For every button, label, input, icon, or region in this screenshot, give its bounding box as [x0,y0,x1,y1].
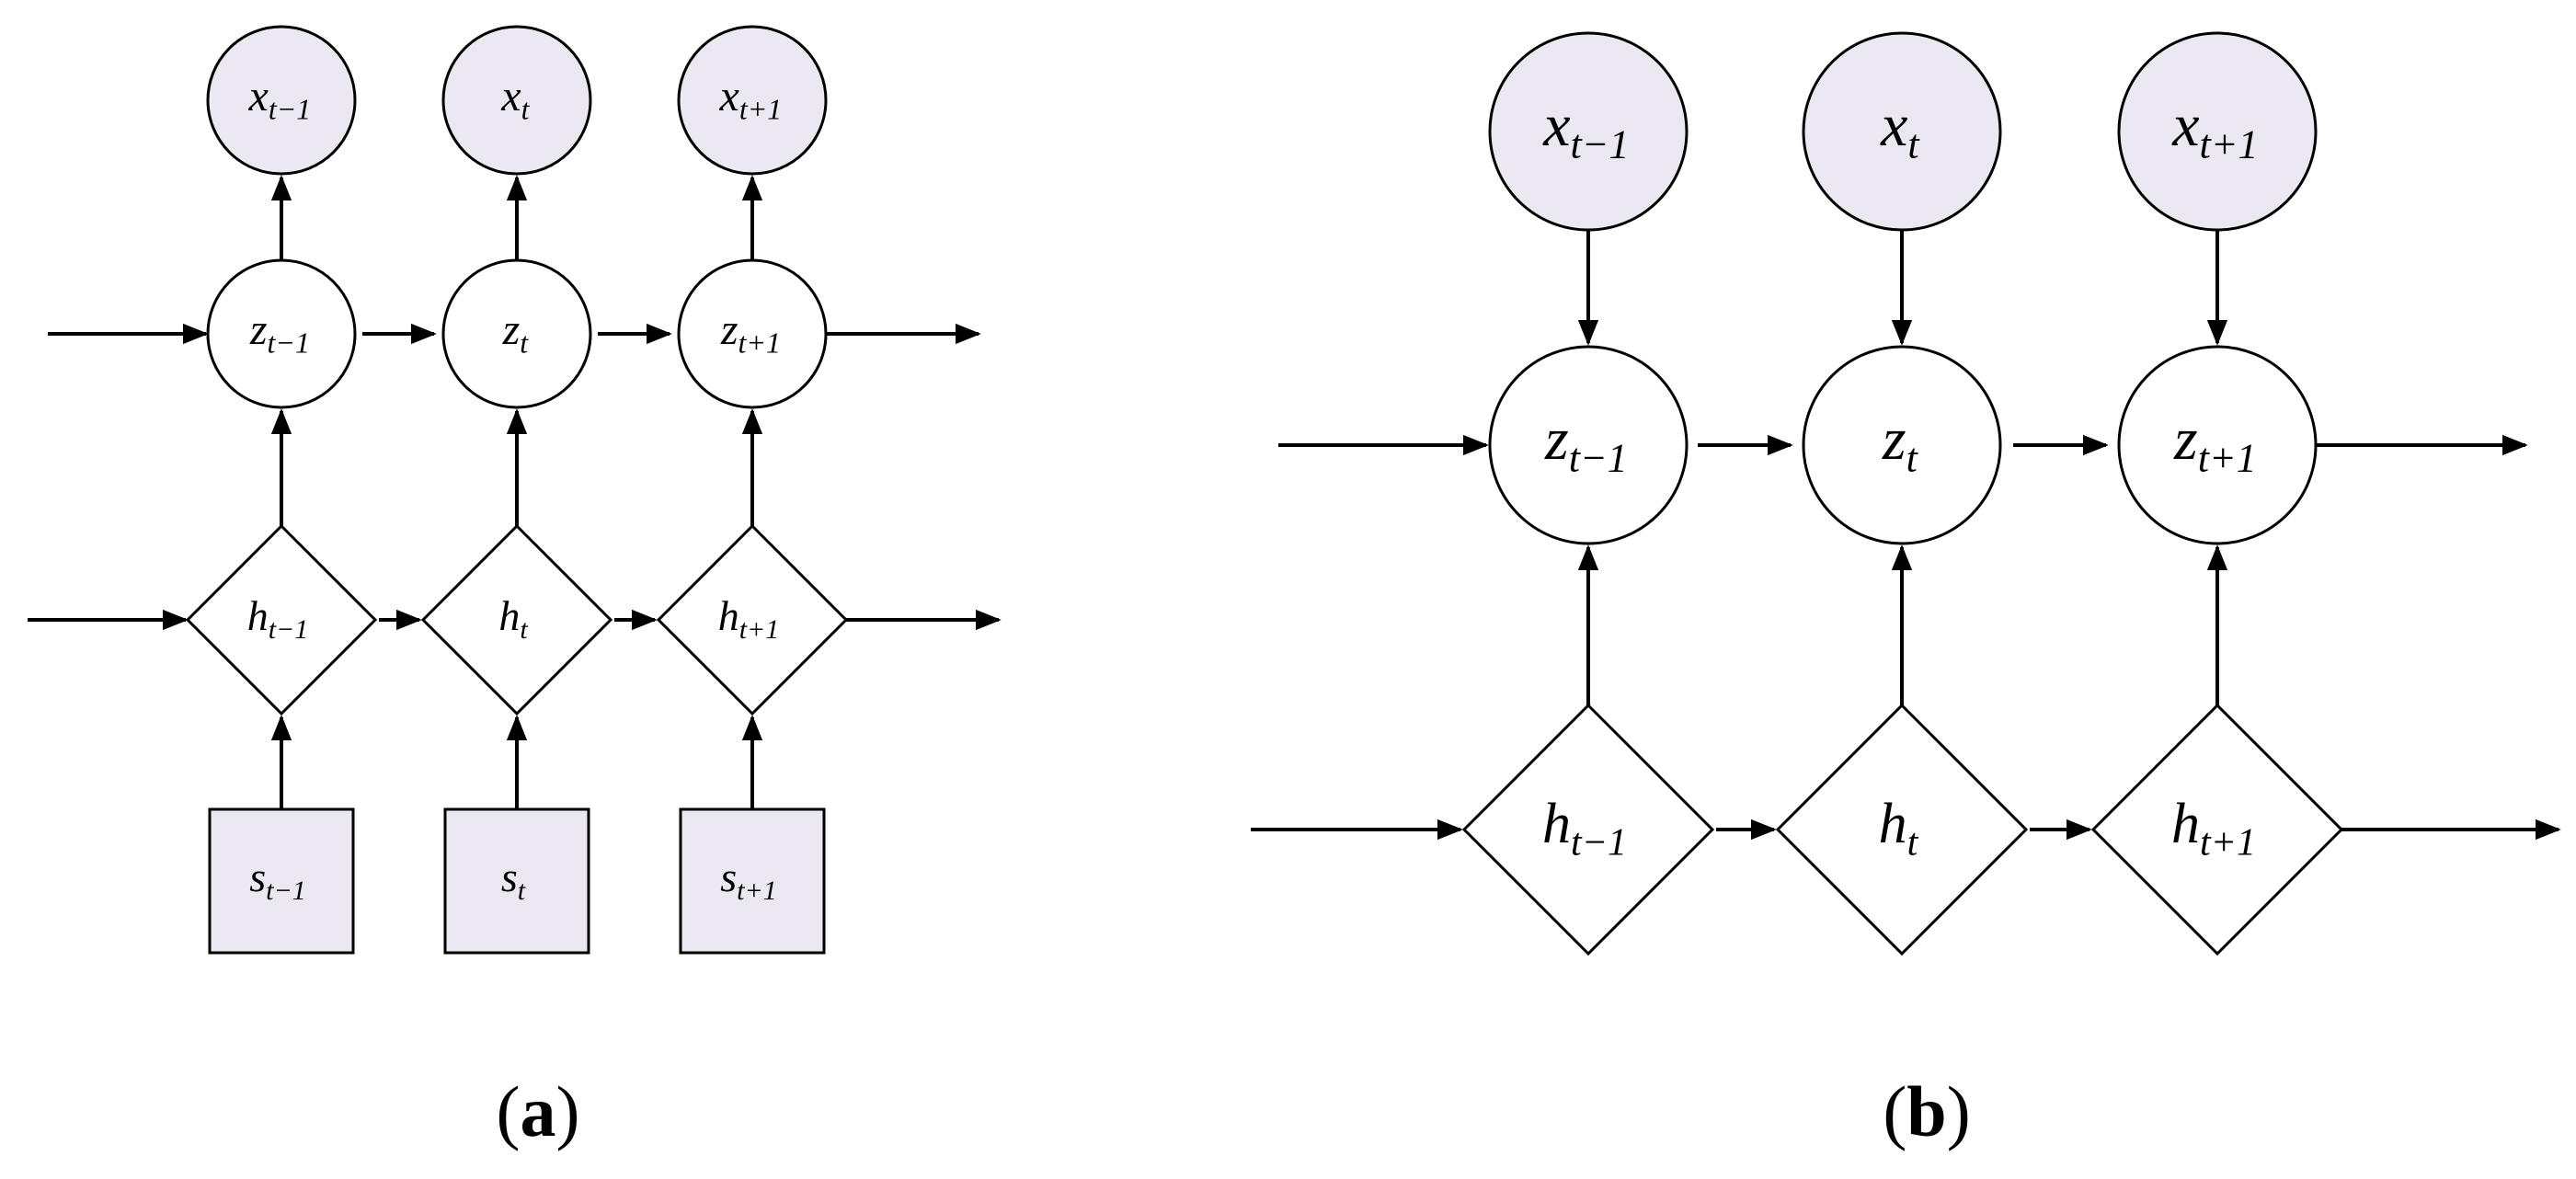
panel-b-h-node-3-label-base: h [2171,793,2200,855]
panel-b-x-node-2-shape [1802,31,2002,232]
panel-a-x-node-3-label-base: x [719,72,739,120]
panel-b-h-node-3-shape [2090,703,2344,956]
panel-a-h-node-1-label-base: h [247,592,269,639]
panel-b-label-close: ) [1947,1071,1971,1151]
panel-a-z-node-2-label-subscript: t [520,326,529,360]
panel-b-z-node-3-label-subscript: t+1 [2198,436,2257,481]
panel-a-h-node-2-shape [420,523,613,716]
panel-a-s-node-2-label: st [501,853,526,906]
panel-b-h-node-1-label: ht−1 [1542,793,1627,864]
panel-a-z-node-3-label-subscript: t+1 [738,326,781,360]
panel-a-s-node-1-label-base: s [249,853,266,900]
panel-b-z-node-1-label-base: z [1544,406,1569,473]
panel-b-x-node-1-label-base: x [1542,92,1570,159]
panel-a-z-node-2-label: zt [502,305,530,360]
panel-b-h-node-3-label: ht+1 [2171,793,2256,864]
panel-a-z-node-1-shape [206,258,357,409]
panel-b-x-node-2-label-subscript: t [1907,122,1920,167]
panel-a-s-node-1-label-subscript: t−1 [266,876,306,906]
panel-a-x-node-1-label-subscript: t−1 [269,93,311,126]
panel-b-h-node-2-shape [1775,703,2029,956]
panel-b-x-node-2-label: xt [1880,92,1920,166]
panel-b-label-open: ( [1883,1071,1906,1151]
panel-b-z-node-2-label: zt [1882,406,1919,480]
panel-a-label-close: ) [556,1071,580,1151]
panel-b-x-node-1-label-subscript: t−1 [1571,122,1630,167]
panel-b-z-node-3-shape [2117,345,2318,545]
panel-a-s-node-2-label-subscript: t [518,876,526,906]
panel-a-z-node-1-label-base: z [249,305,268,354]
panel-a-s-node-3-label-subscript: t+1 [737,876,777,906]
panel-a-z-node-3-label-base: z [720,305,738,354]
panel-a-label-letter: a [521,1071,556,1151]
panel-a-h-node-2-label-base: h [498,592,520,639]
panel-a-x-node-3-shape [677,25,828,176]
panel-b-h-node-3-label-subscript: t+1 [2200,821,2256,864]
panel-b-z-node-2-shape [1802,345,2002,545]
panel-b-h-node-2-label-subscript: t [1907,821,1919,864]
panel-a-label-open: ( [497,1071,521,1151]
panel-a-z-node-1-label: zt−1 [249,305,310,360]
panel-b-h-node-1-label-subscript: t−1 [1571,821,1627,864]
panel-b-x-node-3-label-base: x [2171,92,2199,159]
panel-a-x-node-2-label: xt [500,72,530,126]
panel-a-s-node-1-shape [208,807,355,955]
panel-a-h-node-1-label-subscript: t−1 [269,614,309,645]
panel-b-h-node-2-label-base: h [1879,793,1907,855]
panel-a-x-node-2-shape [441,25,592,176]
panel-a-x-node-1-shape [206,25,357,176]
panel-a-z-node-2-shape [441,258,592,409]
panel-a-s-node-3-label: st+1 [720,853,777,906]
panel-a-h-node-3-label-base: h [718,592,739,639]
panel-a-h-node-3-shape [656,523,849,716]
panel-a-x-node-3-label-subscript: t+1 [739,93,782,126]
panel-a-z-node-1-label-subscript: t−1 [268,326,310,360]
panel-b-z-node-3-label-base: z [2173,406,2198,473]
panel-a-s-node-3-shape [679,807,826,955]
panel-a-z-node-3-shape [677,258,828,409]
panel-a-h-node-3-label: ht+1 [718,592,780,645]
panel-a-z-node-3-label: zt+1 [720,305,781,360]
panel-a-x-node-3-label: xt+1 [719,72,783,126]
panel-b-z-node-1-shape [1488,345,1689,545]
panel-b-z-node-1-label: zt−1 [1544,406,1628,480]
panel-a-x-node-1-label-base: x [248,72,269,120]
panel-b-z-node-3-label: zt+1 [2173,406,2257,480]
panel-b-x-node-3-shape [2117,31,2318,232]
panel-b-x-node-3-label-subscript: t+1 [2200,122,2259,167]
panel-a-x-node-1-label: xt−1 [248,72,312,126]
panel-b-x-node-3-label: xt+1 [2171,92,2258,166]
panel-a-s-node-3-label-base: s [720,853,737,900]
panel-b-x-node-2-label-base: x [1880,92,1907,159]
panel-a-x-node-2-label-subscript: t [521,93,531,126]
panel-a-h-node-2-label: ht [498,592,528,645]
panel-b-label-letter: b [1906,1071,1946,1151]
panel-a-x-node-2-label-base: x [500,72,521,120]
panel-b-x-node-1-label: xt−1 [1542,92,1629,166]
panel-a-h-node-1-shape [185,523,378,716]
panel-a-s-node-1-label: st−1 [249,853,306,906]
panel-b-label: (b) [1883,1071,1970,1151]
panel-a-h-node-2-label-subscript: t [520,614,528,645]
panel-a-s-node-2-shape [443,807,590,955]
panel-b-x-node-1-shape [1488,31,1689,232]
panel-b-z-node-1-label-subscript: t−1 [1569,436,1628,481]
panel-b-z-node-2-label-base: z [1882,406,1906,473]
panel-a-s-node-2-label-base: s [501,853,518,900]
panel-b-h-node-2-label: ht [1879,793,1919,864]
panel-a-z-node-2-label-base: z [502,305,521,354]
panel-b-z-node-2-label-subscript: t [1906,436,1919,481]
panel-a-h-node-3-label-subscript: t+1 [739,614,780,645]
panel-a-label: (a) [497,1071,580,1151]
panel-a-h-node-1-label: ht−1 [247,592,309,645]
panel-b-h-node-1-shape [1461,703,1715,956]
panel-b-h-node-1-label-base: h [1542,793,1571,855]
